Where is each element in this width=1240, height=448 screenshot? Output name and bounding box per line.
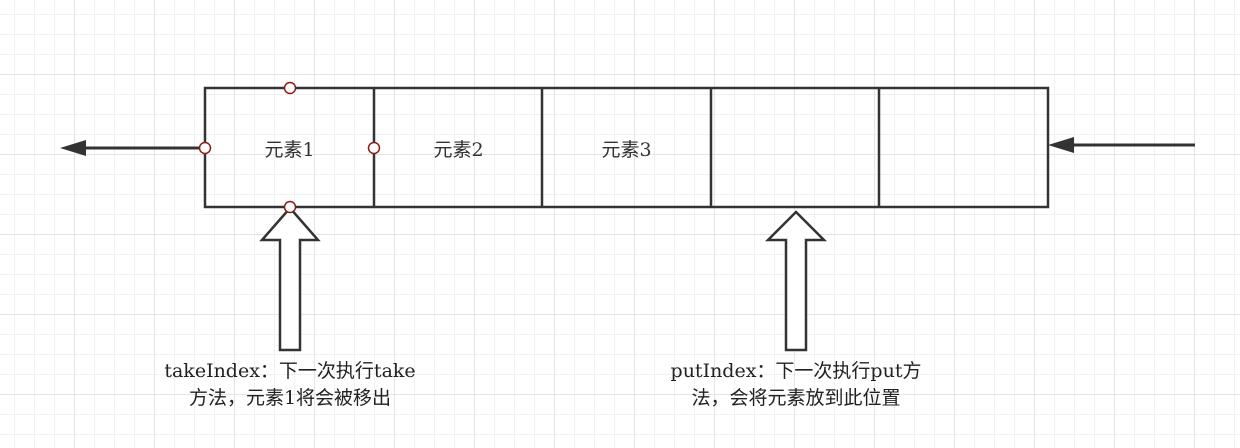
put-caption-line-2: 法，会将元素放到此位置 bbox=[691, 387, 901, 409]
connection-handle-top[interactable] bbox=[283, 81, 297, 95]
queue-cell-1[interactable]: 元素1 bbox=[205, 88, 374, 207]
dequeue-arrow-head bbox=[60, 140, 86, 156]
take-index-pointer bbox=[259, 206, 321, 352]
cell-label: 元素3 bbox=[601, 139, 652, 161]
take-index-caption: takeIndex：下一次执行take 方法，元素1将会被移出 bbox=[130, 358, 450, 412]
put-index-pointer bbox=[764, 210, 828, 352]
queue-cell-5[interactable] bbox=[879, 88, 1048, 207]
queue-cell-2[interactable]: 元素2 bbox=[374, 88, 543, 207]
cell-label: 元素2 bbox=[433, 139, 484, 161]
take-caption-line-2: 方法，元素1将会被移出 bbox=[188, 387, 392, 409]
take-caption-line-1: takeIndex：下一次执行take bbox=[164, 360, 416, 382]
cell-label: 元素1 bbox=[264, 139, 315, 161]
put-caption-line-1: putIndex：下一次执行put方 bbox=[670, 360, 922, 382]
enqueue-arrow-head bbox=[1048, 137, 1074, 153]
connection-handle-left[interactable] bbox=[198, 141, 212, 155]
put-index-caption: putIndex：下一次执行put方 法，会将元素放到此位置 bbox=[636, 358, 956, 412]
connection-handle-bottom[interactable] bbox=[283, 200, 297, 214]
queue-cell-3[interactable]: 元素3 bbox=[542, 88, 711, 207]
connection-handle-right[interactable] bbox=[367, 141, 381, 155]
queue-cell-4[interactable] bbox=[711, 88, 880, 207]
